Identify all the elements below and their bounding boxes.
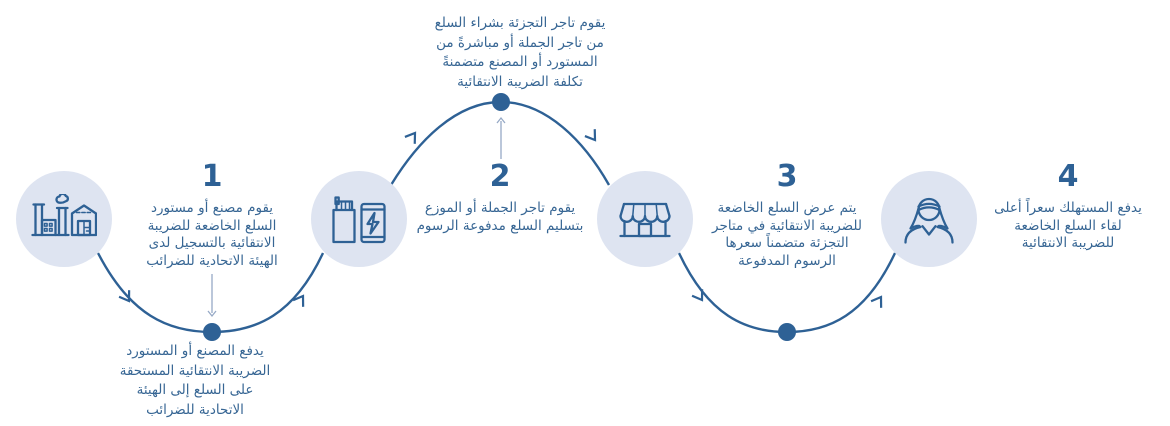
- step-number-4: 4: [1057, 159, 1079, 194]
- step-2-description: يقوم تاجر الجملة أو الموزع بتسليم السلع …: [416, 200, 584, 234]
- flow-dot-top-center: [492, 93, 510, 111]
- step-3-description: يتم عرض السلع الخاضعة للضريبة الانتقائية…: [712, 200, 862, 269]
- arrowhead-icon: [292, 294, 305, 307]
- factory-warehouse-icon: [31, 194, 97, 237]
- note-top-retailer-purchase: يقوم تاجر التجزئة بشراء السلع من تاجر ال…: [434, 15, 606, 90]
- consumer-icon: [904, 197, 954, 244]
- arrowhead-icon: [870, 295, 883, 308]
- arrowhead-icon: [584, 129, 597, 142]
- note-link-arrow-up: [496, 116, 506, 159]
- arrowhead-icon: [404, 131, 417, 144]
- step-number-1: 1: [201, 159, 223, 194]
- excise-goods-icon: [332, 196, 386, 244]
- step-number-3: 3: [776, 159, 798, 194]
- flow-dot-bottom-left: [203, 323, 221, 341]
- step-4-description: يدفع المستهلك سعراً أعلى لقاء السلع الخا…: [994, 200, 1142, 251]
- step-1-description: يقوم مصنع أو مستورد السلع الخاضعة للضريب…: [146, 200, 278, 269]
- note-bottom-tax-payment: يدفع المصنع أو المستورد الضريبة الانتقائ…: [119, 343, 271, 418]
- arrowhead-icon: [118, 290, 131, 303]
- step-circle-2: [311, 171, 407, 267]
- retail-store-icon: [619, 202, 671, 238]
- step-circle-3: [597, 171, 693, 267]
- arrowhead-icon: [691, 289, 704, 302]
- step-number-2: 2: [489, 159, 511, 194]
- note-link-arrow-down: [207, 274, 217, 318]
- flow-dot-bottom-right: [778, 323, 796, 341]
- step-circle-4: [881, 171, 977, 267]
- step-circle-1: [16, 171, 112, 267]
